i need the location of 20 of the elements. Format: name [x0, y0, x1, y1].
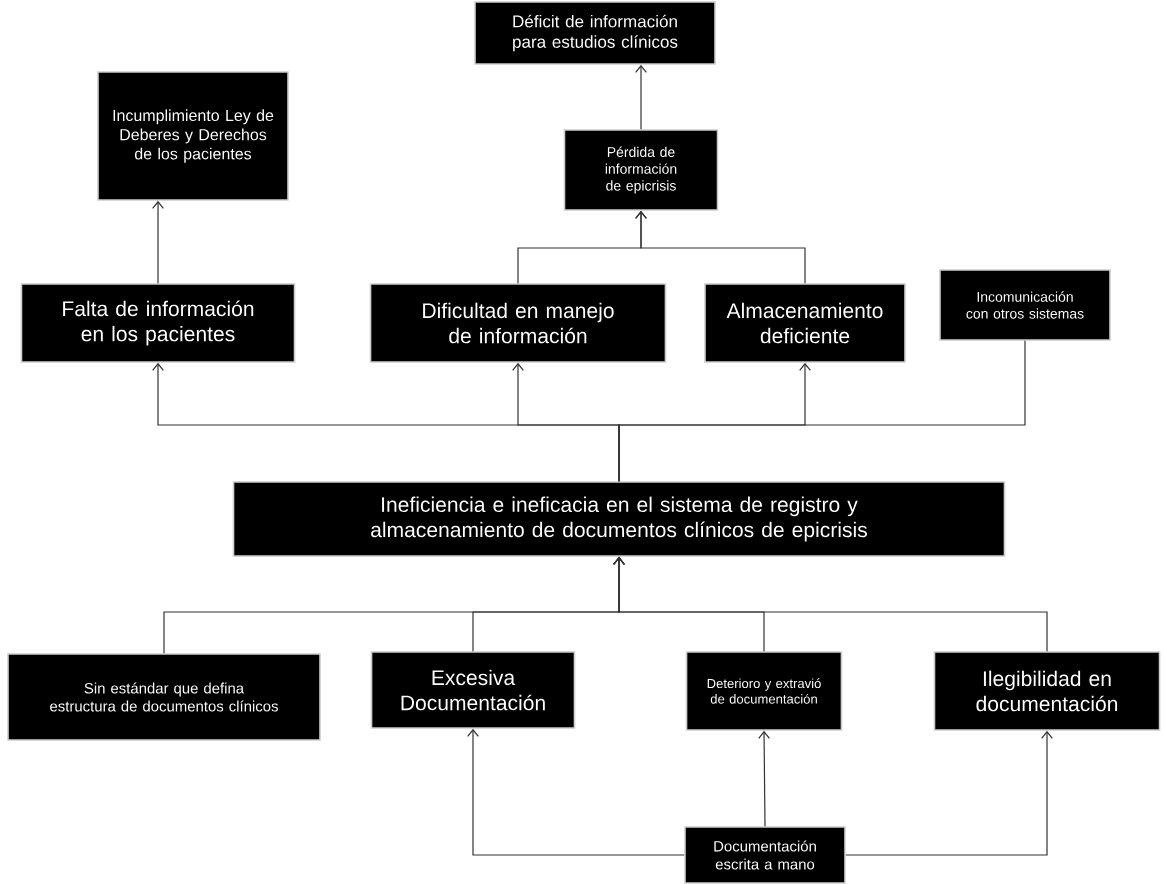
arrow: [467, 728, 685, 856]
cause-effect-box: Excesiva Documentación: [370, 651, 576, 729]
arrow: [635, 64, 647, 130]
cause-effect-box: Ineficiencia e ineficacia en el sistema de registro y almacenamiento de documentos clínicos de epicrisis: [232, 481, 1006, 557]
arrow: [635, 210, 806, 284]
cause-effect-box: Déficit de información para estudios clínicos: [474, 1, 716, 65]
cause-effect-box: Sin estándar que defina estructura de documentos clínicos: [7, 653, 321, 741]
cause-effect-box: Documentación escrita a mano: [684, 826, 846, 884]
arrow: [845, 730, 1053, 856]
arrow: [613, 556, 1048, 652]
cause-effect-box: Almacenamiento deficiente: [704, 283, 906, 363]
cause-effect-box: Deterioro y extravió de documentación: [685, 651, 843, 731]
arrow: [152, 200, 164, 284]
cause-effect-box: Incomunicación con otros sistemas: [939, 269, 1111, 341]
cause-effect-box: Falta de información en los pacientes: [20, 283, 296, 363]
cause-effect-box: Pérdida de información de epicrisis: [563, 129, 719, 211]
cause-effect-box: Dificultad en manejo de información: [369, 283, 667, 363]
arrow: [758, 730, 770, 827]
cause-effect-box: Ilegibilidad en documentación: [933, 651, 1161, 731]
cause-effect-box: Incumplimiento Ley de Deberes y Derechos de los pacientes: [97, 71, 289, 201]
